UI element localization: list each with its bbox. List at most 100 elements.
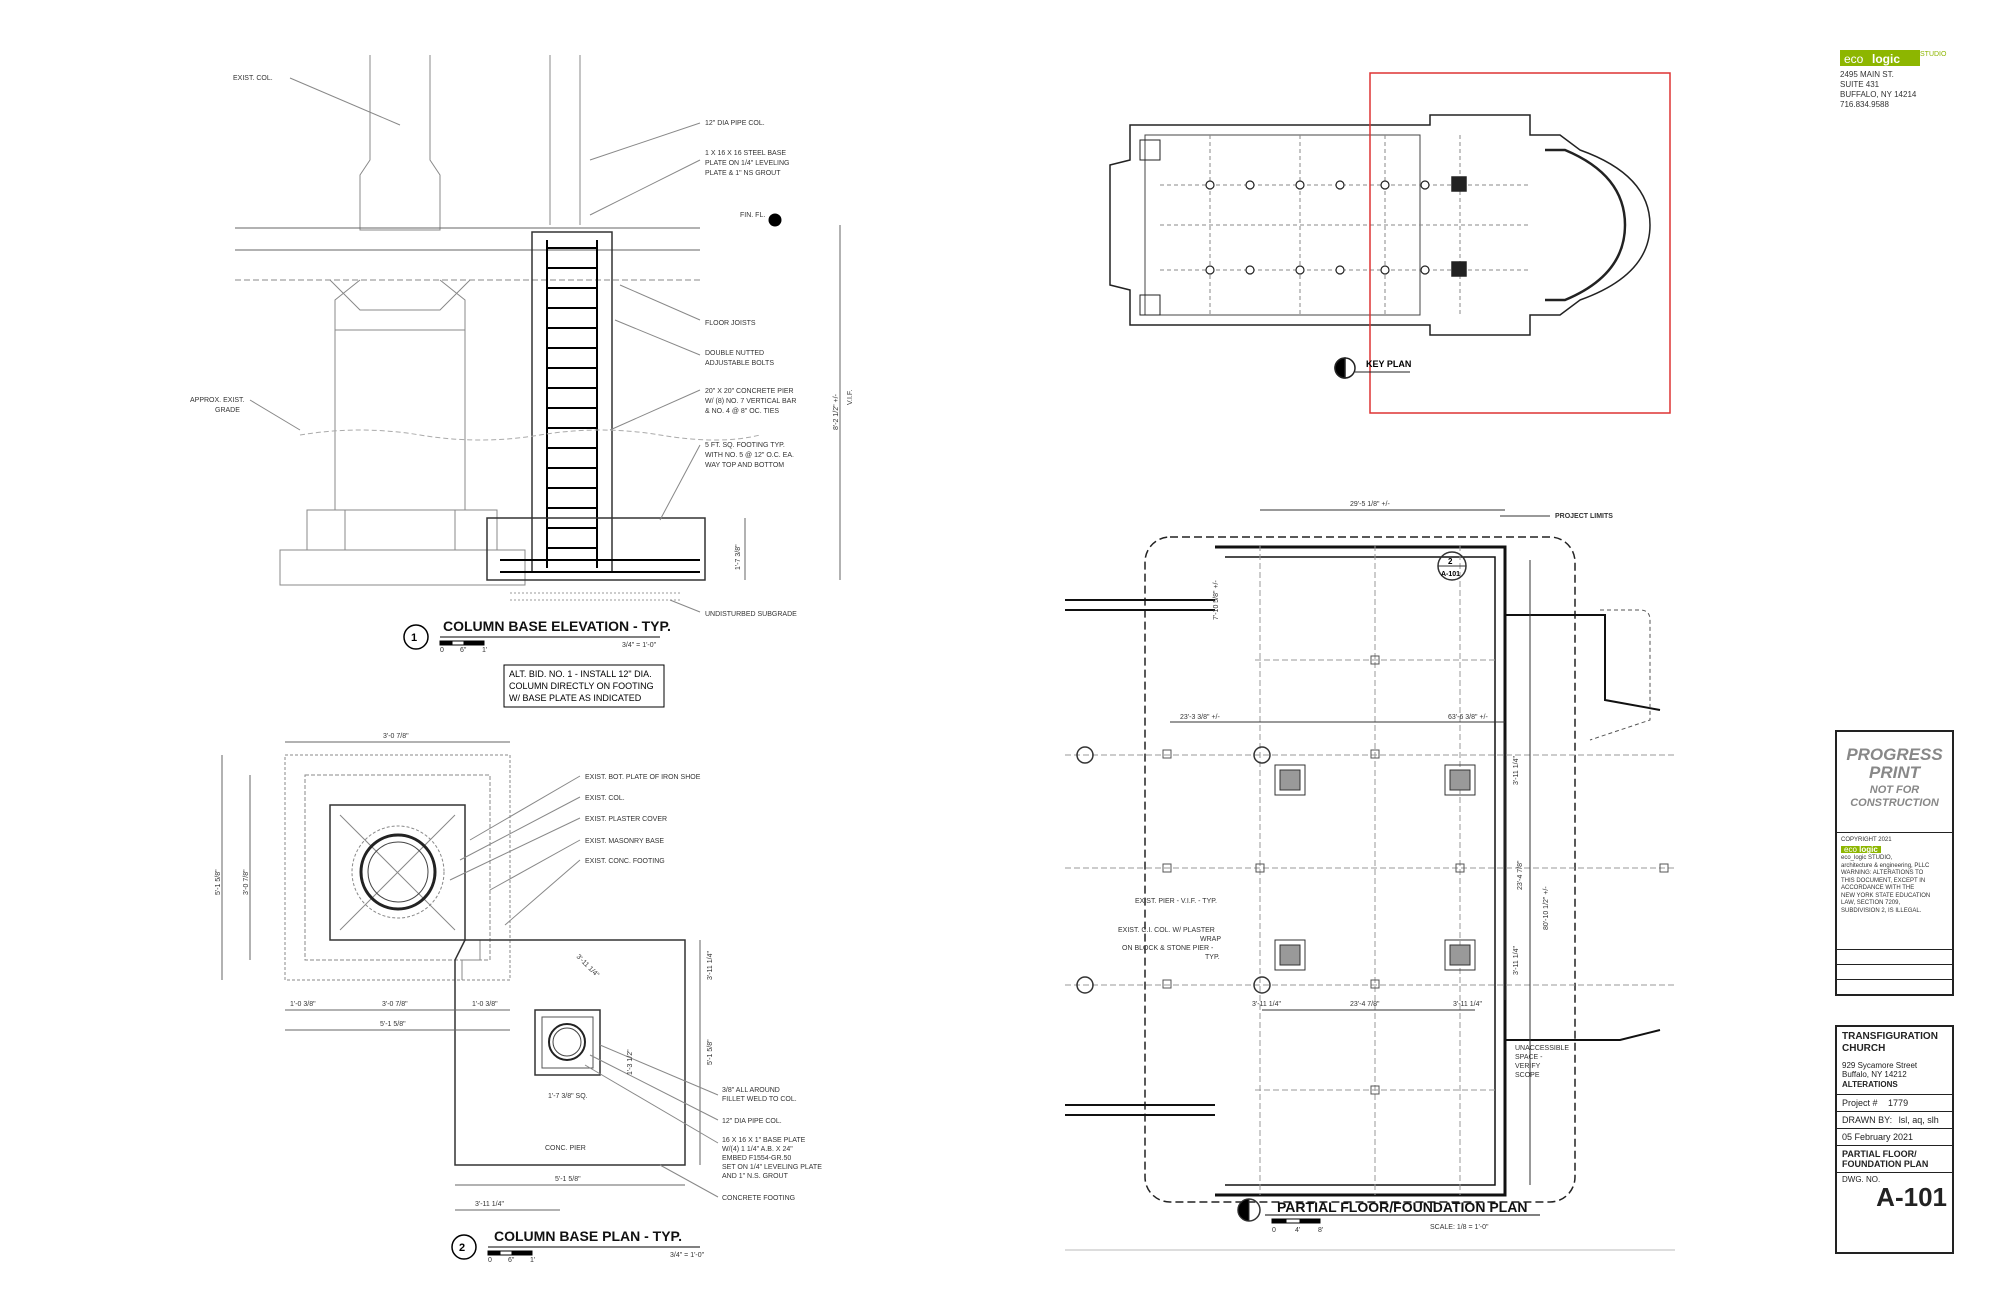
detail-1-title: COLUMN BASE ELEVATION - TYP. [443, 618, 671, 634]
dim-foot: 5'-1 5/8" [555, 1176, 581, 1183]
label-col-note-2: WRAP [1200, 936, 1221, 943]
copyright-8: SUBDIVISION 2, IS ILLEGAL. [1841, 907, 1922, 914]
firm-phone: 716.834.9588 [1840, 100, 1889, 109]
detail-1-scalebar-1: 6" [460, 647, 467, 654]
copyright-1: eco_logic STUDIO, [1841, 855, 1893, 861]
label-bp-1: 16 X 16 X 1" BASE PLATE [722, 1137, 806, 1144]
detail-2-number: 2 [459, 1242, 465, 1254]
project-scope: ALTERATIONS [1842, 1080, 1898, 1089]
firm-address-3: BUFFALO, NY 14214 [1840, 90, 1917, 99]
dim-pier-v: 1'-3 1/2" [627, 1049, 634, 1075]
partial-floor-plan [1065, 509, 1675, 1251]
detail-2-title: COLUMN BASE PLAN - TYP. [494, 1228, 682, 1244]
label-double-nutted-1: DOUBLE NUTTED [705, 350, 764, 357]
dim-f: 3'-11 1/4" [1252, 1001, 1282, 1008]
copyright-3: WARNING: ALTERATIONS TO [1841, 870, 1924, 876]
label-inaccessible-3: VERIFY [1515, 1063, 1541, 1070]
drawing-date: 05 February 2021 [1837, 1129, 1952, 1146]
detail-1-scale: 3/4" = 1'-0" [622, 642, 657, 649]
sheet-title-2: FOUNDATION PLAN [1842, 1159, 1929, 1169]
dim-b: 63'-6 3/8" +/- [1448, 714, 1488, 721]
label-masonry: EXIST. MASONRY BASE [585, 838, 664, 845]
logo-logic: logic [1872, 52, 1900, 66]
dim-i: 3'-11 1/4" [1513, 755, 1520, 785]
label-bp-3: EMBED F1554-GR.50 [722, 1155, 791, 1162]
plan-scalebar-2: 8' [1318, 1227, 1323, 1234]
project-number: 1779 [1888, 1098, 1909, 1108]
project-name-2: CHURCH [1842, 1043, 1886, 1054]
label-fillet-1: 3/8" ALL AROUND [722, 1087, 780, 1094]
stamp-line-3: NOT FOR [1869, 784, 1920, 796]
drawn-by-label: DRAWN BY: [1842, 1115, 1893, 1125]
callout-sheet: A-101 [1441, 571, 1460, 578]
label-footing-3: WAY TOP AND BOTTOM [705, 462, 784, 469]
plan-scalebar-1: 4' [1295, 1227, 1300, 1234]
dim-diag: 3'-11 1/4" [575, 953, 601, 979]
stamp-line-1: PROGRESS [1846, 745, 1943, 764]
callout-number: 2 [1448, 557, 1453, 566]
detail-2-labels: EXIST. BOT. PLATE OF IRON SHOE EXIST. CO… [215, 733, 822, 1264]
detail-2-column-base-plan [221, 741, 719, 1260]
project-number-label: Project # [1842, 1098, 1878, 1108]
label-project-limits: PROJECT LIMITS [1555, 513, 1613, 520]
key-plan [1109, 72, 1671, 414]
detail-2-scalebar-2: 1' [530, 1257, 535, 1264]
label-exist-col-2: EXIST. COL. [585, 795, 625, 802]
label-subgrade: UNDISTURBED SUBGRADE [705, 611, 797, 618]
label-approx-grade-1: APPROX. EXIST. [190, 397, 245, 404]
label-pier-3: & NO. 4 @ 8" OC. TIES [705, 408, 779, 415]
progress-print-stamp: PROGRESS PRINT NOT FOR CONSTRUCTION COPY… [1835, 730, 1954, 996]
dim-right-b: 5'-1 5/8" [707, 1039, 714, 1065]
dim-foot2: 3'-11 1/4" [475, 1201, 505, 1208]
dim-a: 23'-3 3/8" +/- [1180, 714, 1220, 721]
label-vif: V.I.F. [847, 390, 854, 405]
label-approx-grade-2: GRADE [215, 407, 240, 414]
label-bp-2: W/(4) 1 1/4" A.B. X 24" [722, 1146, 793, 1153]
project-address-1: 929 Sycamore Street [1842, 1061, 1918, 1070]
dim-bot-a: 1'-0 3/8" [290, 1001, 316, 1008]
label-pipe-col-2: 12" DIA PIPE COL. [722, 1118, 782, 1125]
detail-1-column-base-elevation [235, 55, 841, 708]
copyright-2: architecture & engineering, PLLC [1841, 862, 1930, 869]
plan-scalebar-0: 0 [1272, 1227, 1276, 1234]
label-exist-col: EXIST. COL. [233, 75, 273, 82]
label-conc-footing: EXIST. CONC. FOOTING [585, 858, 665, 865]
rebar-ladder [500, 240, 700, 573]
label-pier-note: EXIST. PIER - V.I.F. - TYP. [1135, 898, 1217, 905]
stamp-line-2: PRINT [1869, 763, 1920, 782]
label-pier-1: 20" X 20" CONCRETE PIER [705, 388, 794, 395]
label-double-nutted-2: ADJUSTABLE BOLTS [705, 360, 774, 367]
dim-h: 3'-11 1/4" [1453, 1001, 1483, 1008]
label-base-plate-2: PLATE ON 1/4" LEVELING [705, 160, 789, 167]
dim-left-inner: 3'-0 7/8" [243, 869, 250, 895]
copyright-7: LAW, SECTION 7209, [1841, 900, 1901, 906]
label-col-note-3: ON BLOCK & STONE PIER - [1122, 945, 1214, 952]
dim-e: 80'-10 1/2" +/- [1543, 886, 1550, 930]
firm-address-2: SUITE 431 [1840, 80, 1880, 89]
firm-address-1: 2495 MAIN ST. [1840, 70, 1894, 79]
label-bot-plate: EXIST. BOT. PLATE OF IRON SHOE [585, 774, 701, 781]
stamp-line-4: CONSTRUCTION [1850, 797, 1939, 809]
dim-d: 23'-4 7/8" [1517, 860, 1524, 890]
detail-2-scalebar-0: 0 [488, 1257, 492, 1264]
dim-footing: 1'-7 3/8" [735, 544, 742, 570]
label-inaccessible-4: SCOPE [1515, 1072, 1540, 1079]
partial-plan-scale: SCALE: 1/8 = 1'-0" [1430, 1224, 1489, 1231]
dim-pier-sq: 1'-7 3/8" SQ. [548, 1093, 588, 1100]
label-inaccessible-2: SPACE - [1515, 1054, 1543, 1061]
detail-1-scalebar-0: 0 [440, 647, 444, 654]
label-fillet-2: FILLET WELD TO COL. [722, 1096, 797, 1103]
project-name-1: TRANSFIGURATION [1842, 1031, 1938, 1042]
label-conc-pier: CONC. PIER [545, 1145, 586, 1152]
dim-top: 3'-0 7/8" [383, 733, 409, 740]
dim-height: 8'-2 1/2" +/- [833, 393, 840, 430]
label-base-plate-3: PLATE & 1" NS GROUT [705, 170, 781, 177]
partial-floor-plan-labels: PROJECT LIMITS 29'-5 1/8" +/- 23'-3 3/8"… [1118, 501, 1613, 1234]
dim-j: 3'-11 1/4" [1513, 945, 1520, 975]
label-footing-2: WITH NO. 5 @ 12" O.C. EA. [705, 452, 794, 459]
label-col-note-4: TYP. [1205, 954, 1220, 961]
copyright-6: NEW YORK STATE EDUCATION [1841, 892, 1931, 899]
dwg-no-label: DWG. NO. [1842, 1175, 1881, 1184]
logo-background [1840, 50, 1920, 66]
